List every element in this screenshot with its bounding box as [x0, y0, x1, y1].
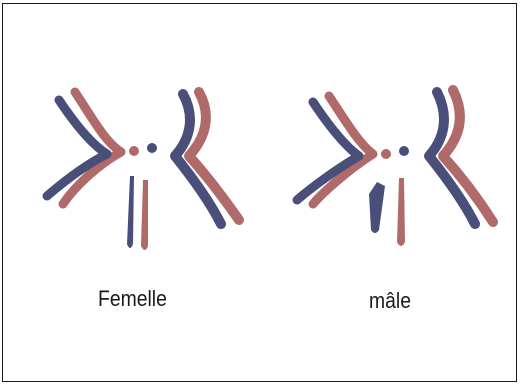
- female-x-chromosome-red: [141, 180, 148, 250]
- female-chromosome-set: [47, 92, 239, 250]
- figure-frame: Femelle mâle: [2, 3, 517, 382]
- female-small-dot-blue: [147, 143, 157, 153]
- male-chromosome-set: [297, 90, 493, 246]
- male-x-chromosome-red: [397, 178, 405, 246]
- male-right-chromatid-blue: [429, 92, 475, 224]
- male-small-dot-red: [381, 149, 391, 159]
- male-y-chromosome-blue: [369, 182, 385, 233]
- chromosome-diagram: [3, 4, 518, 383]
- female-right-chromatid-red: [189, 92, 239, 220]
- male-small-dot-blue: [399, 146, 409, 156]
- female-x-chromosome-blue: [127, 176, 134, 248]
- female-left-chromatid-red: [63, 92, 121, 204]
- female-label: Femelle: [98, 286, 167, 312]
- male-label: mâle: [369, 288, 411, 314]
- female-small-dot-red: [129, 146, 139, 156]
